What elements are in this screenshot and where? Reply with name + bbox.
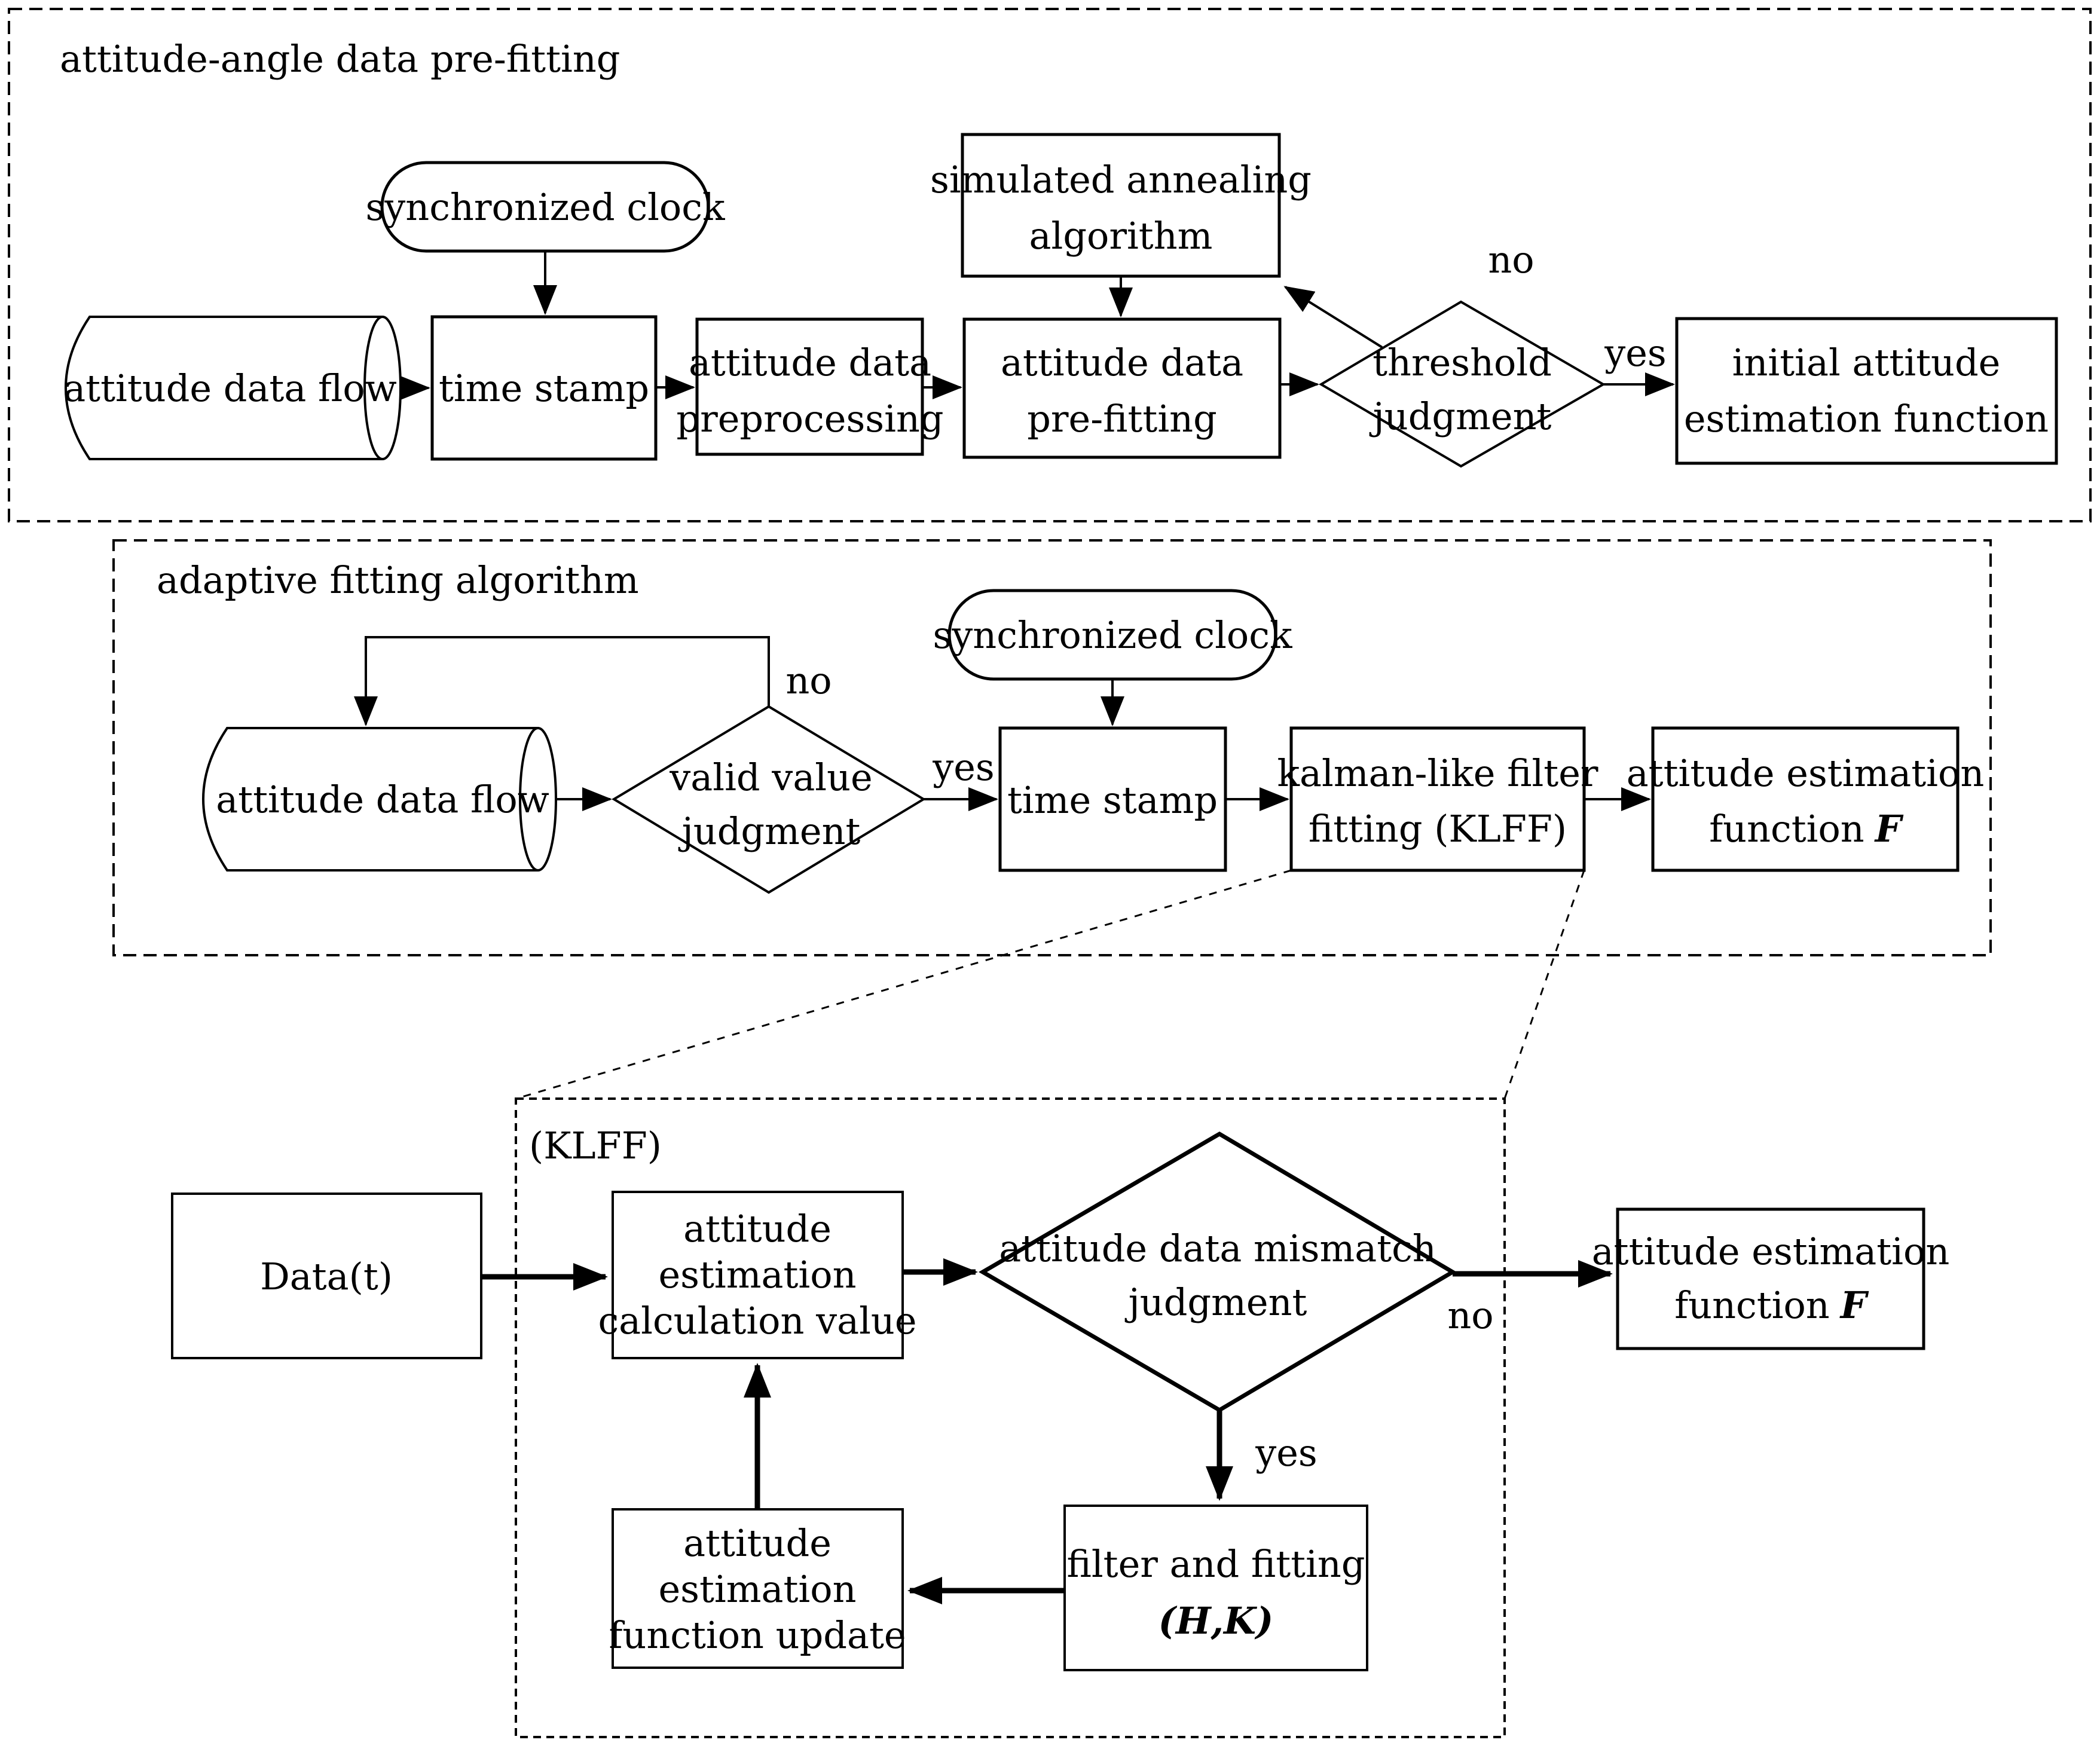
calc-value-label-3: calculation value	[598, 1299, 916, 1343]
estimation-box-middle	[1651, 726, 1960, 872]
mismatch-diamond	[979, 1131, 1457, 1413]
initial-estimation-label-1: initial attitude	[1732, 341, 2001, 384]
mismatch-label-1: attitude data mismatch	[999, 1227, 1436, 1270]
estimation-middle-fn-text: function	[1709, 807, 1864, 851]
cylinder-body	[202, 727, 538, 872]
dataflow-middle-label: attitude data flow	[216, 778, 549, 821]
cylinder-body	[65, 316, 383, 460]
filter-fitting-box	[1063, 1505, 1368, 1671]
section-klff-detail: (KLFF) Data(t) attitude estimation calcu…	[171, 1097, 1950, 1738]
estimation-middle-fn-symbol: F	[1874, 807, 1904, 851]
mismatch-no-label: no	[1447, 1294, 1493, 1337]
threshold-diamond	[1319, 300, 1606, 468]
arrow-valid-no-loop	[354, 636, 770, 726]
adaptive-section-title: adaptive fitting algorithm	[157, 558, 639, 602]
preprocessing-label-2: preprocessing	[676, 397, 943, 441]
klff-expand-connector-right	[1503, 870, 1585, 1099]
valid-label-1: valid value	[669, 756, 873, 799]
clock-stadium-top-label: synchronized clock	[365, 185, 725, 229]
data-input-label: Data(t)	[260, 1255, 393, 1298]
klff-section-title: (KLFF)	[529, 1124, 662, 1167]
prefitting-section-border	[8, 8, 2092, 522]
section-prefitting: attitude-angle data pre-fitting synchron…	[8, 8, 2092, 522]
dataflow-cylinder-middle: attitude data flow	[202, 727, 557, 872]
update-label-3: function update	[609, 1613, 906, 1657]
filter-fitting-label-2: (H,K)	[1158, 1599, 1274, 1643]
valid-diamond	[612, 705, 926, 894]
klff-section-border	[515, 1097, 1506, 1738]
prefit-label-1: attitude data	[1001, 341, 1243, 384]
clock-stadium-middle-label: synchronized clock	[933, 613, 1292, 657]
cylinder-cap	[519, 727, 557, 872]
threshold-yes-label: yes	[1604, 331, 1667, 375]
preprocessing-label-1: attitude data	[689, 341, 931, 384]
mismatch-yes-label: yes	[1255, 1431, 1318, 1475]
adaptive-section-border	[112, 539, 1992, 956]
calc-value-label-2: estimation	[658, 1253, 856, 1297]
threshold-no-label: no	[1488, 238, 1534, 282]
valid-yes-label: yes	[932, 745, 995, 789]
prefit-label-2: pre-fitting	[1027, 397, 1217, 441]
initial-estimation-box	[1675, 317, 2058, 465]
valid-label-2: judgment	[678, 809, 861, 853]
threshold-label-2: judgment	[1370, 395, 1552, 438]
mismatch-label-2: judgment	[1125, 1280, 1307, 1324]
calc-value-label-1: attitude	[683, 1207, 832, 1250]
update-label-2: estimation	[658, 1567, 856, 1611]
threshold-label-1: threshold	[1373, 341, 1552, 384]
estimation-bottom-fn-text: function	[1674, 1283, 1830, 1327]
arrow-threshold-no-to-annealing	[1283, 286, 1383, 348]
calc-value-box	[612, 1191, 904, 1359]
klff-label-2: fitting (KLFF)	[1309, 807, 1567, 851]
update-label-1: attitude	[683, 1521, 832, 1565]
estimation-middle-label-1: attitude estimation	[1627, 751, 1985, 795]
valid-no-label: no	[785, 659, 832, 702]
klff-label-1: kalman-like filter	[1277, 751, 1598, 795]
initial-estimation-label-2: estimation function	[1684, 397, 2049, 441]
annealing-label-2: algorithm	[1029, 214, 1213, 258]
prefitting-section-title: attitude-angle data pre-fitting	[60, 37, 620, 81]
dataflow-cylinder-top: attitude data flow	[63, 316, 402, 460]
estimation-bottom-fn-symbol: F	[1839, 1283, 1869, 1327]
filter-fitting-label-1: filter and fitting	[1066, 1542, 1365, 1586]
timestamp-top-label: time stamp	[439, 366, 649, 410]
estimation-box-bottom	[1616, 1207, 1925, 1350]
annealing-label-1: simulated annealing	[930, 158, 1312, 201]
dataflow-top-label: attitude data flow	[63, 366, 397, 410]
estimation-bottom-label-1: attitude estimation	[1592, 1230, 1950, 1273]
section-adaptive: adaptive fitting algorithm no attitude d…	[112, 539, 1992, 956]
klff-expand-connector-left	[515, 869, 1292, 1100]
prefit-box	[962, 317, 1282, 459]
timestamp-middle-label: time stamp	[1007, 778, 1218, 822]
